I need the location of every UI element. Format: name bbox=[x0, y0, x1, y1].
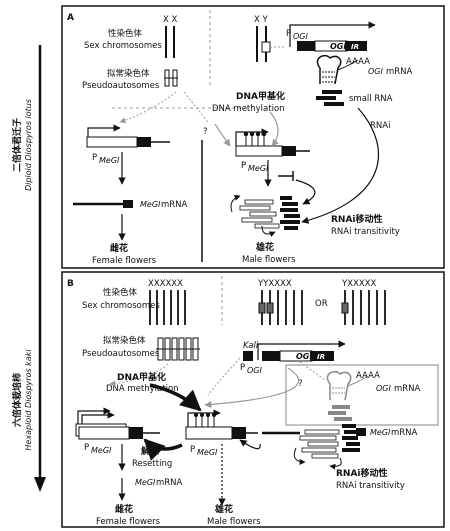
b-megi-mrna-gene: MeGI bbox=[135, 478, 156, 487]
a-female-en: Female flowers bbox=[92, 256, 157, 266]
diploid-en-label: Diploid Diospyros lotus bbox=[24, 99, 33, 191]
b-pogi: OGI bbox=[247, 366, 262, 375]
a-ogi-mrna-gene: OGI bbox=[368, 67, 383, 76]
a-pseudo-cn: 拟常染色体 bbox=[107, 68, 150, 79]
a-ir2: IR bbox=[351, 43, 359, 51]
panel-b-label: B bbox=[67, 279, 74, 289]
b-megi-mrna-word: mRNA bbox=[156, 478, 183, 488]
b-pmegi2-prefix: P bbox=[190, 445, 195, 455]
a-pmegi: MeGI bbox=[99, 156, 120, 165]
a-xy-label: X Y bbox=[254, 15, 269, 25]
a-sex-en: Sex chromosomes bbox=[84, 41, 162, 51]
a-ogi: OGI bbox=[330, 42, 346, 51]
b-pmegi: MeGI bbox=[91, 446, 112, 455]
b-pseudo-en: Pseudoautosomes bbox=[82, 349, 160, 359]
b-yyxxxx: YYXXXX bbox=[257, 279, 292, 289]
b-pmegi2: MeGI bbox=[197, 448, 218, 457]
b-dna-methyl-en: DNA methylation bbox=[106, 384, 179, 394]
a-megi-mrna-gene: MeGI bbox=[140, 200, 161, 209]
a-dna-methyl-en: DNA methylation bbox=[212, 104, 285, 114]
a-megi-mrna-word: mRNA bbox=[161, 200, 188, 210]
b-sex-en: Sex chromosomes bbox=[82, 301, 160, 311]
b-or: OR bbox=[315, 299, 328, 309]
a-small-rna: small RNA bbox=[349, 94, 393, 104]
b-ogi-mrna-word: mRNA bbox=[394, 384, 421, 394]
left-axis: 二倍体君迁子 Diploid Diospyros lotus 六倍体栽培柿 He… bbox=[11, 45, 46, 492]
a-ir1: IR bbox=[320, 43, 328, 51]
b-resetting-en: Resetting bbox=[132, 459, 172, 469]
b-ir1: IR bbox=[286, 353, 294, 361]
panel-a-label: A bbox=[67, 13, 74, 23]
a-aaaa: AAAA bbox=[346, 57, 370, 67]
b-megi-mrna2-gene: MeGI bbox=[370, 428, 391, 437]
b-pogi-prefix: P bbox=[240, 363, 245, 373]
a-pmegi2-prefix: P bbox=[241, 161, 246, 171]
b-ogi: OGI bbox=[296, 352, 312, 361]
b-pseudo-cn: 拟常染色体 bbox=[103, 335, 146, 346]
a-rnai: RNAi bbox=[370, 121, 390, 131]
b-sex-cn: 性染色体 bbox=[103, 287, 138, 298]
diploid-cn-label: 二倍体君迁子 bbox=[11, 118, 23, 172]
b-male-cn: 雄花 bbox=[214, 503, 233, 515]
panel-a: A 性染色体 Sex chromosomes X X X Y P OGI IR … bbox=[61, 5, 445, 269]
b-male-en: Male flowers bbox=[207, 517, 261, 527]
b-ogi-mrna-gene: OGI bbox=[376, 384, 391, 393]
b-dna-methyl-cn: DNA甲基化 bbox=[117, 371, 166, 383]
a-xx-label: X X bbox=[163, 15, 178, 25]
panel-b: B 性染色体 Sex chromosomes XXXXXX YYXXXX OR … bbox=[61, 271, 445, 528]
b-aaaa: AAAA bbox=[356, 371, 380, 381]
a-pseudo-en: Pseudoautosomes bbox=[82, 81, 160, 91]
a-pmegi2: MeGI bbox=[248, 164, 269, 173]
b-transitivity-en: RNAi transitivity bbox=[336, 481, 405, 491]
b-kali: Kali bbox=[243, 341, 259, 351]
b-question: ? bbox=[298, 379, 303, 389]
a-pmegi-prefix: P bbox=[92, 153, 97, 163]
b-megi-mrna2-word: mRNA bbox=[391, 428, 418, 438]
a-pogi-prefix: P bbox=[286, 29, 291, 39]
b-female-cn: 雌花 bbox=[115, 503, 133, 515]
a-transitivity-cn: RNAi移动性 bbox=[331, 213, 383, 225]
a-question: ? bbox=[203, 127, 208, 137]
a-dna-methyl-cn: DNA甲基化 bbox=[236, 90, 285, 102]
a-sex-cn: 性染色体 bbox=[108, 28, 143, 39]
a-pogi-label: OGI bbox=[293, 32, 308, 41]
hexaploid-cn-label: 六倍体栽培柿 bbox=[11, 373, 23, 427]
hexaploid-en-label: Hexaploid Diospyros kaki bbox=[24, 349, 33, 451]
b-xxxxxx: XXXXXX bbox=[148, 279, 183, 289]
a-male-cn: 雄花 bbox=[255, 241, 274, 253]
a-male-en: Male flowers bbox=[242, 255, 296, 265]
b-transitivity-cn: RNAi移动性 bbox=[336, 467, 388, 479]
b-ir2: IR bbox=[317, 353, 325, 361]
b-resetting-cn: 解除 bbox=[141, 445, 160, 457]
a-transitivity-en: RNAi transitivity bbox=[331, 227, 400, 237]
b-yxxxxx: YXXXXX bbox=[341, 279, 376, 289]
b-pmegi-prefix: P bbox=[84, 443, 89, 453]
a-female-cn: 雌花 bbox=[110, 242, 128, 254]
b-female-en: Female flowers bbox=[96, 517, 161, 527]
a-ogi-mrna-word: mRNA bbox=[386, 67, 413, 77]
